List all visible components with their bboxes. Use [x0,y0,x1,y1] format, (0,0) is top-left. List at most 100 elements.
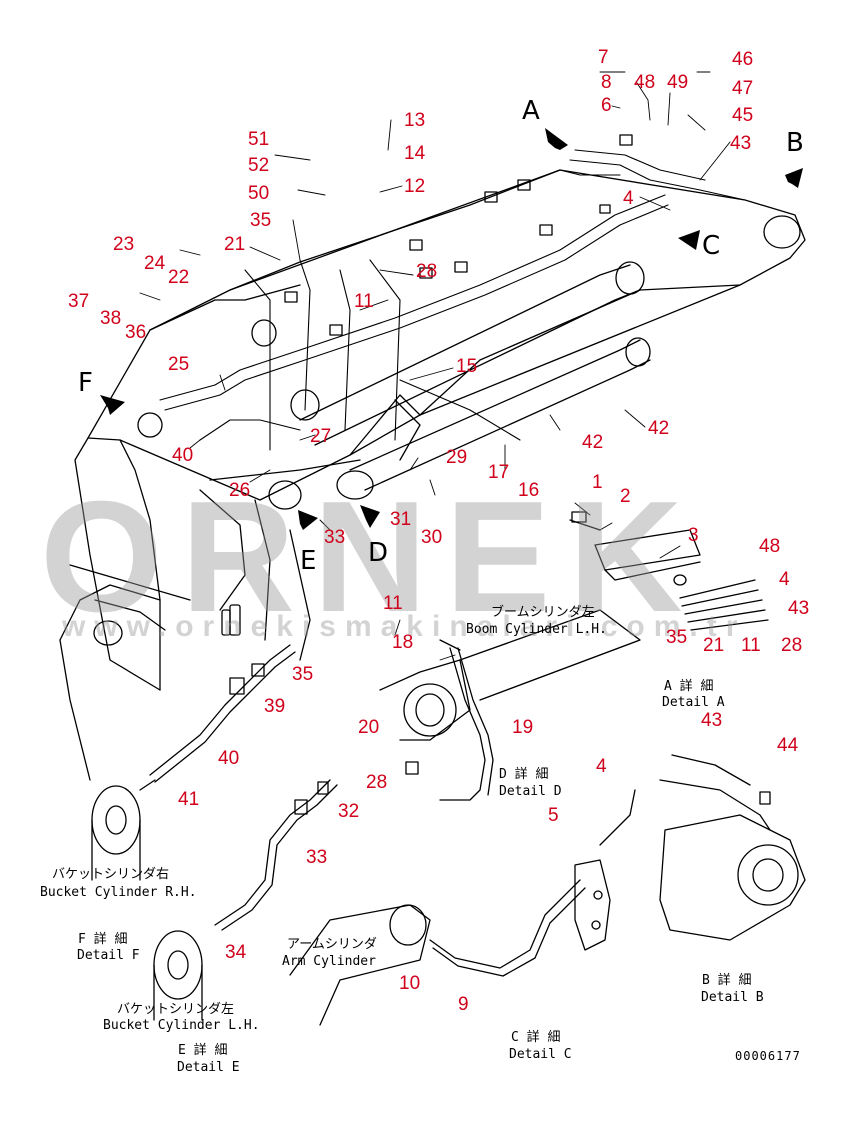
callout-21-top: 21 [224,234,246,255]
callout-43-top: 43 [730,133,752,154]
drawing-number: 00006177 [735,1049,801,1063]
view-letter-b: B [786,128,804,158]
callout-38: 38 [100,308,122,329]
callout-40-f: 40 [218,748,240,769]
callout-11-top: 11 [354,291,374,312]
callout-47: 47 [732,78,754,99]
detail-d-jp: D 詳 細 [499,767,549,782]
callout-42-b: 42 [648,418,670,439]
callout-22: 22 [168,267,190,288]
callout-5: 5 [548,805,559,826]
boom-clamps [284,134,633,336]
detail-d-en: Detail D [499,784,562,799]
detail-f-en: Detail F [77,948,140,963]
detail-f-jp: F 詳 細 [78,932,128,947]
callout-4-top: 4 [623,188,634,209]
callout-48-mid: 48 [759,536,781,557]
callout-21-mid: 21 [703,635,725,656]
boom-cylinders [299,261,651,491]
callout-48-top: 48 [634,72,656,93]
watermark-logo: ORNEK [40,469,701,645]
callout-44: 44 [777,735,799,756]
callout-4-c: 4 [596,756,607,777]
callout-3: 3 [688,525,699,546]
arm-cylinder-en: Arm Cylinder [282,954,376,969]
boom-cylinder-lh-jp: ブームシリンダ左 [491,605,595,620]
detail-c-en: Detail C [509,1047,572,1062]
callout-27: 27 [310,426,332,447]
detail-a-tube-bundle [569,511,769,631]
detail-e-bucket-cylinder-lh [153,779,338,1021]
callout-49: 49 [667,72,689,93]
callout-35-mid: 35 [666,627,688,648]
detail-c-arm-cylinder [289,789,636,1026]
callout-33-top: 33 [324,527,346,548]
callout-52: 52 [248,155,270,176]
hydraulic-tubes [159,149,746,451]
callout-37: 37 [68,291,90,312]
callout-40-top: 40 [172,445,194,466]
callout-31: 31 [390,509,412,530]
callout-12: 12 [404,176,426,197]
callout-29: 29 [446,447,468,468]
detail-e-jp: E 詳 細 [178,1043,228,1058]
leader-lines [139,71,731,661]
callout-4-mid: 4 [779,569,790,590]
callout-42-a: 42 [582,432,604,453]
callout-43-a: 43 [701,710,723,731]
detail-b-jp: B 詳 細 [702,973,752,988]
detail-b-en: Detail B [701,990,764,1005]
bucket-cylinder-rh-en: Bucket Cylinder R.H. [40,885,197,900]
bucket-cylinder-rh-jp: バケットシリンダ右 [52,867,170,882]
callout-14: 14 [404,143,426,164]
view-letter-f: F [78,368,93,398]
callout-24: 24 [144,253,166,274]
detail-e-en: Detail E [177,1060,240,1075]
callout-8: 8 [601,72,612,93]
callout-19: 19 [512,717,534,738]
callout-16: 16 [518,480,540,501]
detail-a-en: Detail A [662,695,725,710]
callout-30: 30 [421,527,443,548]
callout-33-e: 33 [306,847,328,868]
callout-17: 17 [488,462,510,483]
watermark-url: www.ornekismakinalari.com.tr [62,610,747,643]
callout-28-e: 28 [366,772,388,793]
callout-26: 26 [229,480,251,501]
callout-7: 7 [598,47,609,68]
callout-50: 50 [248,183,270,204]
callout-6: 6 [601,95,612,116]
bucket-cylinder-lh-jp: バケットシリンダ左 [117,1002,235,1017]
view-letter-a: A [522,96,540,126]
callout-25: 25 [168,354,190,375]
callout-15: 15 [456,356,478,377]
callout-34: 34 [225,942,247,963]
callout-10: 10 [399,973,421,994]
detail-f-bucket-cylinder-rh [91,644,296,881]
boom-body [59,169,806,781]
callout-2: 2 [620,486,631,507]
callout-35-f: 35 [292,664,314,685]
callout-18: 18 [392,632,414,653]
callout-20: 20 [358,717,380,738]
callout-35-top: 35 [250,210,272,231]
callout-28-mid: 28 [781,635,803,656]
callout-28-top: 28 [416,261,438,282]
callout-9: 9 [458,994,469,1015]
boom-cylinder-lh-en: Boom Cylinder L.H. [466,622,607,637]
detail-a-jp: A 詳 細 [664,679,714,694]
detail-b-boom-end [659,754,806,941]
callout-39: 39 [264,696,286,717]
callout-43-mid: 43 [788,598,810,619]
detail-d-boom-cylinder [379,609,641,801]
view-letter-d: D [368,538,389,568]
arm-cylinder-jp: アームシリンダ [287,937,377,952]
view-letter-c: C [702,231,721,261]
callout-45: 45 [732,105,754,126]
callout-36: 36 [125,322,147,343]
detail-c-jp: C 詳 細 [511,1030,561,1045]
view-arrows [100,128,803,530]
bucket-cylinder-lh-en: Bucket Cylinder L.H. [103,1018,260,1033]
